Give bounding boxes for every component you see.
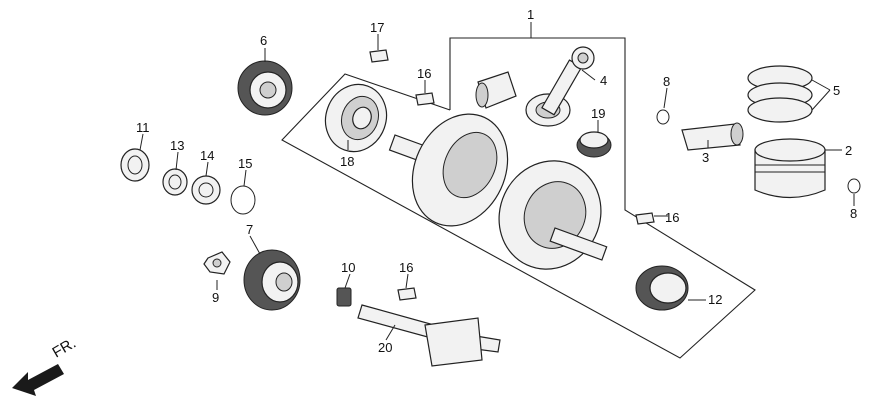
pin-part-10 [336,287,352,307]
callout-9: 9 [212,290,219,305]
callout-8-lower: 8 [850,206,857,221]
callout-17: 17 [370,20,384,35]
gear-part-12 [635,265,689,311]
callout-16-upper: 16 [417,66,431,81]
callout-7: 7 [246,222,253,237]
key-part-16-upper [415,92,435,106]
gear-part-6 [237,60,293,116]
gear-part-7 [243,249,301,311]
crankshaft-part [388,113,608,270]
connecting-rod-part-4 [525,46,595,127]
leader-lines [139,22,855,341]
key-part-17 [369,49,389,63]
circlip-part-8-upper [656,109,670,125]
callout-6: 6 [260,33,267,48]
callout-4: 4 [600,73,607,88]
callout-16-right: 16 [665,210,679,225]
key-part-16-right [635,212,655,225]
key-part-16-lower [397,287,417,301]
circlip-part-15 [230,185,256,215]
callout-10: 10 [341,260,355,275]
arrow-icon [12,364,64,396]
callout-8-upper: 8 [663,74,670,89]
callout-16-lower: 16 [399,260,413,275]
needle-bearing-part-19 [576,131,612,158]
callout-15: 15 [238,156,252,171]
direction-label: FR. [50,335,79,362]
balancer-shaft-part-20 [357,304,501,367]
piston-pin-part-3 [681,122,744,151]
nut-part-9 [203,251,231,275]
callout-19: 19 [591,106,605,121]
washer-part-14 [191,175,221,205]
piston-rings-part-5 [747,65,813,123]
circlip-part-8-lower [847,178,861,194]
piston-part-2 [754,138,826,199]
assembly-frame [281,37,756,359]
callout-1: 1 [527,7,534,22]
callout-20: 20 [378,340,392,355]
bearing-part-18 [324,83,388,153]
callout-3: 3 [702,150,709,165]
callout-14: 14 [200,148,214,163]
washer-part-13 [162,168,188,196]
callout-5: 5 [833,83,840,98]
callout-12: 12 [708,292,722,307]
washer-part-11 [120,148,150,182]
callout-11: 11 [136,120,150,135]
front-direction-arrow: FR. [12,335,79,396]
crank-pin [475,71,517,109]
callout-2: 2 [845,143,852,158]
callout-18: 18 [340,154,354,169]
callout-13: 13 [170,138,184,153]
